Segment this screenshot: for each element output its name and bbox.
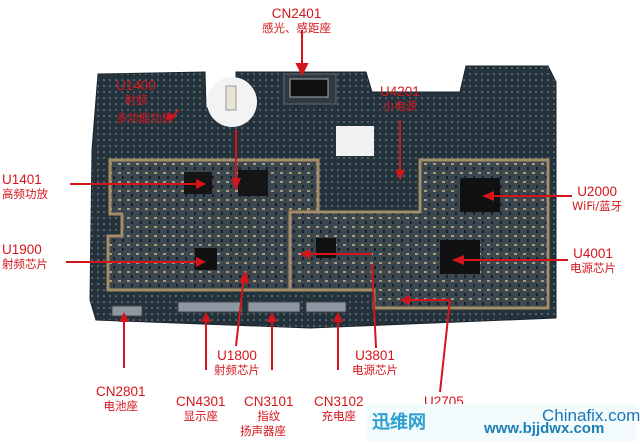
label-u4201: U4201 小电源 [380, 84, 420, 113]
label-u1400-line2: 多功能功放 [116, 111, 174, 125]
component-desc: 显示座 [183, 408, 219, 423]
component-desc: 射频芯片 [214, 362, 260, 377]
component-code: U2000 [577, 184, 617, 199]
label-cn2801: CN2801 电池座 [96, 384, 146, 413]
label-u1400: U1400 射频 [116, 78, 156, 107]
component-desc: 射频芯片 [2, 256, 48, 271]
watermark-brand: Chinafix.com [542, 406, 640, 425]
component-desc: 充电座 [321, 408, 357, 423]
component-desc: 指纹 [257, 408, 281, 423]
label-cn3102: CN3102 充电座 [314, 394, 364, 423]
label-cn4301: CN4301 显示座 [176, 394, 226, 423]
component-code: CN2401 [271, 6, 322, 21]
watermark-url: www.bjjdwx.com [484, 420, 605, 437]
component-desc: 电池座 [103, 398, 139, 413]
component-code: U4201 [380, 84, 420, 99]
component-code: CN2801 [96, 384, 146, 399]
component-code: U1900 [2, 242, 42, 257]
watermark-logo: 迅维网 [372, 412, 426, 433]
component-code: U1800 [217, 348, 257, 363]
component-code: U3801 [355, 348, 395, 363]
component-desc: 射频 [124, 92, 148, 107]
component-desc: 扬声器座 [240, 424, 286, 438]
component-code: CN3101 [244, 394, 294, 409]
component-code: U1400 [116, 78, 156, 93]
label-cn3101: CN3101 指纹 [244, 394, 294, 423]
label-u1800: U1800 射频芯片 [214, 348, 260, 377]
component-desc: WiFi/蓝牙 [572, 198, 623, 213]
component-code: U1401 [2, 172, 42, 187]
component-desc: 高频功放 [2, 186, 48, 201]
component-desc: 电源芯片 [570, 260, 616, 275]
component-code: U4001 [573, 246, 613, 261]
component-code: CN4301 [176, 394, 226, 409]
label-u4001: U4001 电源芯片 [570, 246, 616, 275]
component-desc: 小电源 [382, 98, 418, 113]
label-u3801: U3801 电源芯片 [352, 348, 398, 377]
label-u1401: U1401 高频功放 [2, 172, 48, 201]
label-cn3101-line2: 扬声器座 [240, 424, 286, 438]
component-desc: 多功能功放 [116, 111, 174, 125]
label-u2000: U2000 WiFi/蓝牙 [572, 184, 622, 213]
label-u1900: U1900 射频芯片 [2, 242, 48, 271]
component-desc: 感光、感距座 [262, 20, 331, 35]
component-desc: 电源芯片 [352, 362, 398, 377]
component-code: CN3102 [314, 394, 364, 409]
label-cn2401: CN2401 感光、感距座 [262, 6, 331, 35]
watermark: 迅维网 Chinafix.com www.bjjdwx.com [366, 404, 640, 442]
